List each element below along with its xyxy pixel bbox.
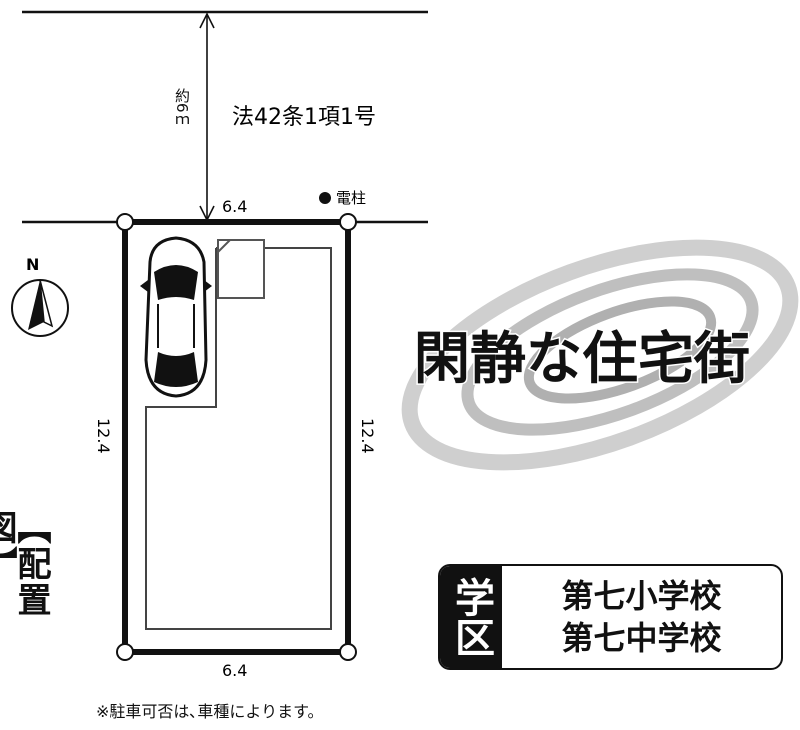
tagline-text: 閑静な住宅街 [414,327,750,392]
storage-shed [217,239,265,299]
road-law-label: 法42条1項1号 [232,105,376,130]
page-title: 【配置図】 [0,510,51,618]
corner-marker-se [339,643,357,661]
tagline-swirl [401,239,799,471]
road-width-arrow [199,12,215,222]
car-icon [140,236,212,398]
utility-pole-icon [319,192,331,204]
school-district-tag: 学区 [440,566,502,668]
utility-pole-label: 電柱 [336,189,366,207]
school-district-box: 学区 第七小学校 第七中学校 [438,564,783,670]
corner-marker-sw [116,643,134,661]
school-district-tag-text: 学区 [448,577,494,657]
corner-marker-ne [339,213,357,231]
corner-marker-nw [116,213,134,231]
road-width-label: 約6ｍ [173,88,191,128]
dimension-left: 12.4 [94,418,113,454]
dimension-bottom: 6.4 [222,661,247,680]
parking-note: ※駐車可否は､車種によります。 [96,702,324,721]
building-outline [145,247,332,630]
school-list: 第七小学校 第七中学校 [502,566,781,668]
shed-roof [217,239,264,253]
dimension-right: 12.4 [358,418,377,454]
lot-boundary [122,219,351,655]
compass-north-label: N [26,255,39,274]
dimension-top: 6.4 [222,197,247,216]
elementary-school: 第七小学校 [561,577,722,615]
junior-high-school: 第七中学校 [561,619,722,657]
compass-icon: N [11,255,69,337]
